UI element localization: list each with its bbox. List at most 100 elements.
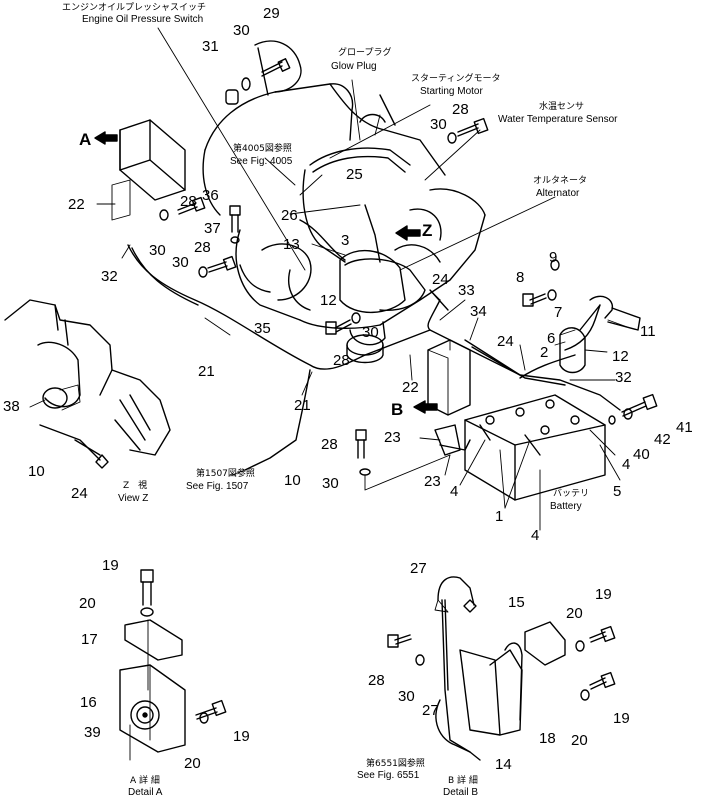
part-number: 13 [283,236,300,253]
part-number: 20 [79,595,96,612]
part-number: 28 [321,436,338,453]
part-number: 3 [341,232,350,249]
part-number: 19 [233,728,250,745]
view-z-engine [4,299,171,469]
part-number: 26 [281,207,298,224]
part-number: 25 [346,166,363,183]
battery-jp: バッテリ [553,489,590,499]
engine-oil-pressure-switch-en: Engine Oil Pressure Switch [82,14,204,25]
part-number: 17 [81,631,98,648]
part-number: 23 [424,473,441,490]
part-number: 8 [516,269,525,286]
battery-relay [559,295,641,374]
part-number: 19 [595,586,612,603]
part-number: 4 [622,456,631,473]
glow-plug-jp: グロープラグ [338,48,392,58]
part-number: 40 [633,446,650,463]
part-number: 22 [402,379,419,396]
alternator-jp: オルタネータ [533,176,588,186]
wire-harness [127,147,621,476]
part-number: 11 [640,323,656,340]
see-fig-1507-jp: 第1507図参照 [196,469,255,479]
detail-a-en: Detail A [128,787,163,798]
part-number: 30 [322,475,339,492]
part-number: 2 [540,344,549,361]
detail-b-jp: B 詳 細 [448,776,478,786]
arrow-z-label: Z [422,221,433,240]
part-number: 7 [554,304,563,321]
part-number: 15 [508,594,525,611]
see-fig-6551-en: See Fig. 6551 [357,770,420,781]
part-number: 34 [470,303,487,320]
see-fig-4005-en: See Fig. 4005 [230,156,293,167]
part-number: 4 [450,483,459,500]
part-number: 20 [566,605,583,622]
bolts [159,58,658,491]
part-number: 19 [102,557,119,574]
detail-a-drawing [119,569,227,761]
part-number: 12 [320,292,337,309]
part-number: 6 [547,330,556,347]
battery [464,394,606,501]
part-number: 30 [149,242,166,259]
part-number: 31 [202,38,219,55]
part-number: 33 [458,282,475,299]
part-number: 42 [654,431,671,448]
direction-arrows [94,131,438,414]
part-number: 24 [71,485,88,502]
part-number: 22 [68,196,85,213]
part-number: 27 [410,560,427,577]
starting-motor [344,258,426,364]
arrow-a-label: A [79,130,92,149]
part-number: 28 [194,239,211,256]
detail-b-drawing [387,576,616,761]
view-z-en: View Z [118,493,149,504]
part-number: 21 [294,397,311,414]
see-fig-4005-jp: 第4005図参照 [233,144,292,154]
part-number: 1 [495,508,504,525]
part-number: 30 [430,116,447,133]
part-number: 4 [531,527,540,544]
starting-motor-en: Starting Motor [420,86,483,97]
detail-b-en: Detail B [443,787,479,798]
part-number: 24 [432,271,449,288]
part-number: 36 [202,187,219,204]
part-number: 9 [549,249,558,266]
part-number: 30 [398,688,415,705]
part-number: 29 [263,5,280,22]
part-number: 18 [539,730,556,747]
part-number: 35 [254,320,271,337]
controller-box [111,119,186,221]
part-number: 32 [615,369,632,386]
part-number: 41 [676,419,693,436]
part-number: 14 [495,756,512,773]
bracket-23 [434,424,471,456]
view-z-jp: Z 視 [123,481,148,491]
part-number: 28 [180,193,197,210]
part-number: 28 [452,101,469,118]
part-number: 30 [362,324,379,341]
part-number: 23 [384,429,401,446]
see-fig-6551-jp: 第6551図参照 [366,759,425,769]
part-number: 10 [284,472,301,489]
engine-oil-pressure-switch-jp: エンジンオイルプレッシャスイッチ [62,3,207,13]
part-number: 38 [3,398,20,415]
battery-en: Battery [550,501,582,512]
starting-motor-jp: スターティングモータ [411,74,501,84]
water-temperature-sensor-en: Water Temperature Sensor [498,114,618,125]
part-number: 24 [497,333,514,350]
engine-block [202,40,486,346]
leader-lines [29,27,631,531]
part-number: 21 [198,363,215,380]
water-temperature-sensor-jp: 水温センサ [539,102,585,112]
part-number: 28 [368,672,385,689]
see-fig-1507-en: See Fig. 1507 [186,481,249,492]
part-number: 39 [84,724,101,741]
alternator-en: Alternator [536,188,580,199]
part-number: 20 [184,755,201,772]
part-number: 20 [571,732,588,749]
part-number: 27 [422,702,439,719]
part-number: 30 [172,254,189,271]
